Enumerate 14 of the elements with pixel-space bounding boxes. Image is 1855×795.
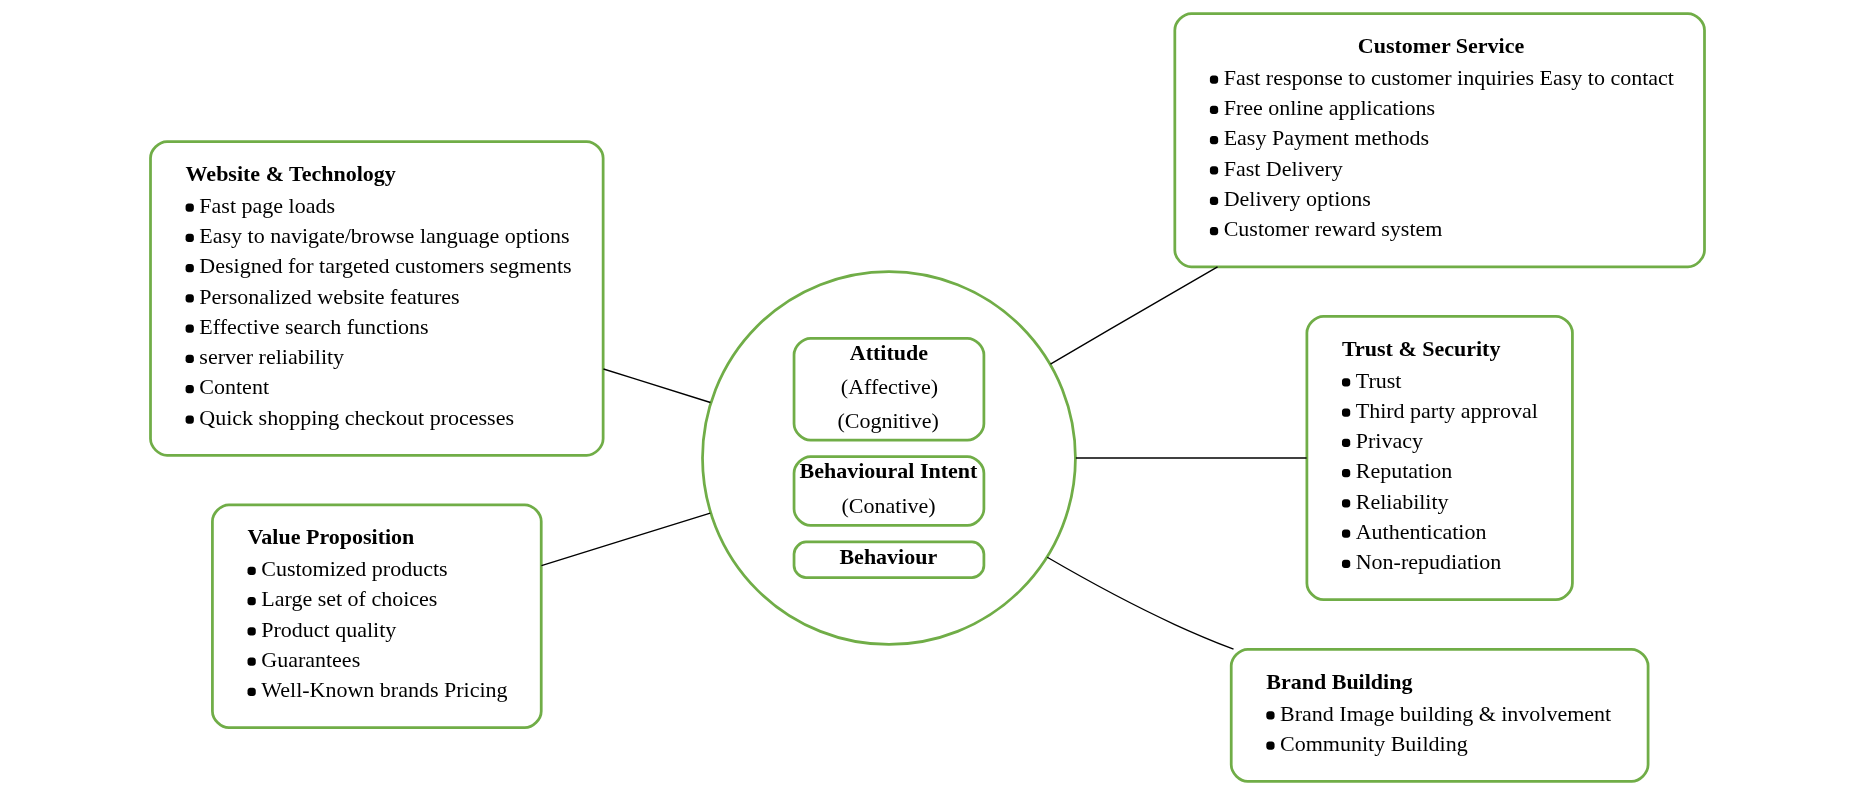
node-box: Brand Building Brand Image building & involvement Community Building (1229, 647, 1650, 783)
node-box: Value Proposition Customized products Large set of choices Product quality Guarantees Well-Known brands Pricing (211, 503, 543, 730)
node-text: Attitude (Affective) (Cognitive) (837, 340, 939, 433)
node-box: Website & Technology Fast page loads Easy to navigate/browse language options Designed for targeted customers segments Personalized website features Effective search functions server reliability Content Quick shopping checkout processes (149, 140, 605, 457)
connector (540, 512, 711, 567)
connector (602, 368, 712, 404)
connector (1075, 457, 1308, 459)
connector (1049, 266, 1219, 365)
node-text: Behavioural Intent (Conative) (799, 458, 978, 518)
cluster (701, 270, 1077, 646)
node-box: Trust & Security Trust Third party approval Privacy Reputation Reliability Authentication Non-repudiation (1305, 314, 1574, 602)
node-box: Customer Service Fast response to customer inquiries Easy to contact Free online applications Easy Payment methods Fast Delivery Delivery options Customer reward system (1173, 12, 1706, 269)
connector (1046, 556, 1235, 650)
node-text: Behaviour (839, 543, 938, 569)
